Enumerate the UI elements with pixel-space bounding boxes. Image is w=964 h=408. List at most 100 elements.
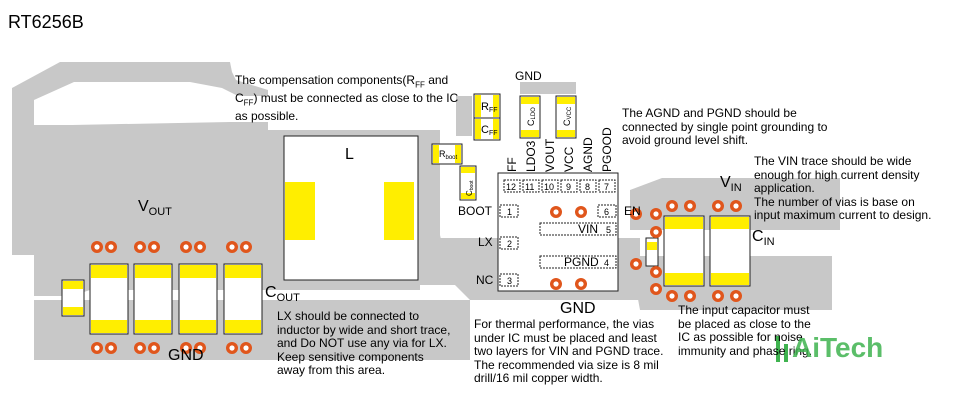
pad-vin-label: VIN xyxy=(578,222,598,236)
pad-pgnd xyxy=(539,255,617,269)
via-hole xyxy=(687,293,693,299)
cldo-capacitor xyxy=(519,95,541,139)
via-hole xyxy=(715,203,721,209)
rboot-sub: boot xyxy=(446,155,458,161)
pin-label-nc: NC xyxy=(476,273,494,287)
cff-trace xyxy=(456,96,472,136)
svg-text:CFF: CFF xyxy=(481,124,498,137)
via-hole xyxy=(229,345,235,351)
pin-label-en: EN xyxy=(624,204,641,218)
via-hole xyxy=(553,281,559,287)
via-hole xyxy=(108,345,114,351)
via-array xyxy=(91,200,742,354)
cout-label: COUT xyxy=(265,284,300,305)
svg-text:Cboot: Cboot xyxy=(465,180,475,196)
pin-label-boot: BOOT xyxy=(458,204,493,218)
via-hole xyxy=(669,293,675,299)
pad-pgnd-label: PGND xyxy=(564,255,599,269)
pin-name-ldo3: LDO3 xyxy=(524,140,538,172)
input-capacitors xyxy=(645,215,751,287)
note-agnd-pgnd: The AGND and PGND should be connected by… xyxy=(622,106,828,147)
via-hole xyxy=(687,203,693,209)
via-hole xyxy=(137,345,143,351)
via-hole xyxy=(229,244,235,250)
svg-text:RFF: RFF xyxy=(481,101,498,114)
cin-label: CIN xyxy=(752,228,775,249)
page-title: RT6256B xyxy=(8,12,84,32)
small-components xyxy=(431,93,577,201)
cout-cap-3 xyxy=(178,263,218,335)
via-hole xyxy=(553,209,559,215)
cldo-label: C xyxy=(526,119,536,126)
via-hole xyxy=(243,345,249,351)
cout-cap-4 xyxy=(223,263,263,335)
inductor-pad-left xyxy=(285,182,315,240)
pin-num-6: 6 xyxy=(604,207,609,217)
vout-label: VOUT xyxy=(138,198,172,219)
pin-label-lx: LX xyxy=(478,235,493,249)
cout-cap-small xyxy=(61,279,85,317)
cff-label: C xyxy=(481,124,489,136)
cboot-sub: boot xyxy=(469,180,475,190)
ic-pin-numbers: 12 11 10 9 8 7 1 2 3 6 5 4 xyxy=(506,182,611,286)
pin-name-vcc: VCC xyxy=(562,146,576,172)
pin-num-3: 3 xyxy=(507,276,512,286)
ic-pin-en xyxy=(597,204,617,218)
rff-label: R xyxy=(481,101,489,113)
pin-num-10: 10 xyxy=(544,182,554,192)
cvcc-capacitor xyxy=(555,95,577,139)
note-input-capacitor: The input capacitor must be placed as cl… xyxy=(678,303,813,358)
pin-name-pgood: PGOOD xyxy=(600,127,614,172)
via-hole xyxy=(137,244,143,250)
via-hole xyxy=(94,244,100,250)
pin-num-11: 11 xyxy=(525,182,534,192)
via-hole xyxy=(151,345,157,351)
note-thermal: For thermal performance, the vias under … xyxy=(474,317,664,385)
ic-pins-top xyxy=(503,179,616,193)
vin-label: VIN xyxy=(720,174,742,195)
rboot-resistor xyxy=(431,143,463,165)
pin-name-agnd: AGND xyxy=(581,137,595,172)
pad-vin xyxy=(539,222,617,236)
via-hole xyxy=(669,203,675,209)
pin-name-ff: FF xyxy=(505,157,519,172)
component-labels: RFF CFF Rboot Cboot CLDO CVCC xyxy=(439,101,573,196)
cin-cap-small xyxy=(645,237,659,267)
via-hole xyxy=(653,269,659,275)
svg-text:Rboot: Rboot xyxy=(439,149,458,161)
cin-cap-1 xyxy=(663,215,705,287)
cin-cap-2 xyxy=(709,215,751,287)
cvcc-sub: VCC xyxy=(567,106,573,119)
via-hole xyxy=(733,293,739,299)
gnd-mid-label: GND xyxy=(560,300,596,317)
cout-cap-2 xyxy=(133,263,173,335)
via-hole xyxy=(633,211,639,217)
note-lx: LX should be connected to inductor by wi… xyxy=(277,309,451,377)
note-vin-trace: The VIN trace should be wide enough for … xyxy=(754,154,932,222)
ic-pad-labels: VIN PGND xyxy=(564,222,599,269)
pin-num-9: 9 xyxy=(566,182,571,192)
via-hole xyxy=(243,244,249,250)
watermark-text: AiTech xyxy=(792,332,884,363)
via-hole xyxy=(197,244,203,250)
pin-num-8: 8 xyxy=(585,182,590,192)
ic-pins-left xyxy=(499,204,519,287)
pin-num-1: 1 xyxy=(507,207,512,217)
cboot-capacitor xyxy=(459,165,477,201)
pin-num-4: 4 xyxy=(604,258,609,268)
inductor-label: L xyxy=(345,146,354,163)
via-hole xyxy=(151,244,157,250)
cvcc-label: C xyxy=(562,119,572,126)
note-compensation: The compensation components(RFF and CFF)… xyxy=(235,73,459,123)
watermark-logo xyxy=(776,336,788,362)
pin-num-12: 12 xyxy=(506,182,516,192)
svg-text:CLDO: CLDO xyxy=(526,107,537,126)
via-hole xyxy=(733,203,739,209)
via-hole xyxy=(653,286,659,292)
via-hole xyxy=(94,345,100,351)
pin-num-2: 2 xyxy=(507,239,512,249)
vout-trace-loop xyxy=(12,62,268,255)
gnd-left-label: GND xyxy=(168,347,204,364)
via-hole xyxy=(183,244,189,250)
ic-pin-names-top: FF LDO3 VOUT VCC AGND PGOOD xyxy=(505,127,614,172)
